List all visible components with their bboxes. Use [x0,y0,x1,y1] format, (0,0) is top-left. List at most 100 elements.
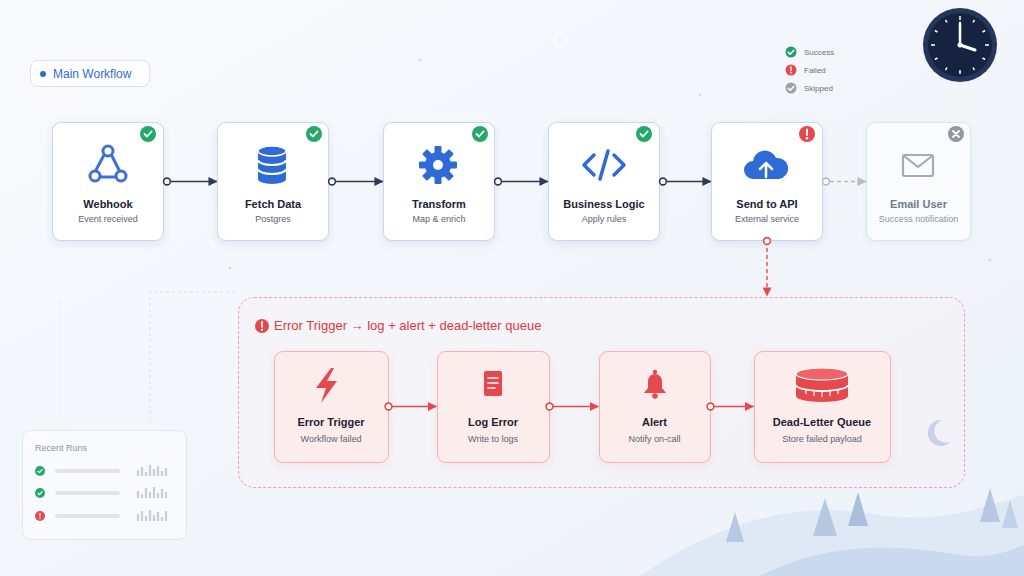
process-box: Send to APIExternal service [711,122,823,241]
lightning-icon [316,368,337,403]
process-box: Business LogicApply rules [548,122,660,241]
run-status [35,488,45,498]
decor-line [60,300,61,420]
flow-connector [329,181,383,183]
step-title: Webhook [83,197,132,212]
success-badge [472,126,488,142]
decor-line [150,292,238,420]
run-sparkbars [138,510,166,521]
step-title: Fetch Data [245,197,301,212]
envelope-icon [903,155,933,176]
document-lines [488,378,498,388]
run-bar [55,491,120,495]
webhook-node [116,171,126,181]
process-box: WebhookEvent received [52,122,164,241]
code-icon [584,151,624,179]
clock-tick [946,68,948,71]
step-subtitle: Write to logs [468,432,518,446]
legend-glyph [788,50,794,54]
badge-circle [948,126,964,142]
skipped-step-box: Email UserSuccess notification [866,122,971,241]
clock-tick [983,31,986,33]
tree [813,498,837,536]
clock-face [928,13,992,77]
flow-connector [823,181,866,182]
queue-bottom [796,390,848,402]
legend-label: Failed [804,66,826,75]
webhook-icon [90,146,126,181]
step-subtitle: Notify on-call [628,432,680,446]
flow-connector [550,406,599,408]
error-handler-group: Error Trigger → log + alert + dead-lette… [238,297,965,488]
step-subtitle: Postgres [255,212,291,226]
run-row [35,487,166,498]
hill [760,545,1024,576]
clock-tick [983,58,986,60]
legend-label: Success [804,48,834,57]
error-heading-badge [255,319,269,333]
exclamation-mark [806,130,808,136]
check-mark [38,491,43,494]
step-subtitle: Event received [78,212,138,226]
cloud-upload-icon [744,151,788,179]
decor-dot [419,59,422,62]
tree [726,512,744,542]
gear-tooth [419,162,427,169]
clock-center [958,43,963,48]
gear-tooth [435,146,442,154]
clock-tick [959,70,961,74]
queue-body [796,374,848,396]
step-title: Email User [890,197,947,212]
gear-tooth [422,149,433,160]
step-title: Log Error [468,414,518,430]
step-title: Alert [642,414,667,430]
title-dot [40,71,46,77]
error-step-box: Dead-Letter QueueStore failed payload [754,351,891,463]
error-step-box: AlertNotify on-call [599,351,711,463]
badge-circle [255,319,269,333]
cloud-shape [744,151,788,179]
step-title: Business Logic [563,197,644,212]
flow-connector [164,181,217,183]
success-badge [306,126,322,142]
flow-connector [711,406,754,408]
success-badge [140,126,156,142]
flow-connector [389,406,437,408]
cross-mark [953,131,959,137]
run-status [35,466,45,476]
check-mark [38,469,43,472]
run-status [35,511,45,521]
diagram-title: Main Workflow [53,67,131,81]
webhook-node [103,146,113,156]
legend: SuccessFailedSkipped [785,43,834,97]
clock-tick [973,68,975,71]
gear-tooth [435,176,442,184]
legend-row: Success [785,43,834,61]
webhook-links [96,155,119,177]
legend-swatch [786,47,797,58]
decor-dot [989,259,992,262]
step-subtitle: External service [735,212,799,226]
legend-swatch-icon [785,82,797,94]
legend-swatch [786,83,797,94]
bell-icon [644,370,666,399]
gear-hole [433,160,443,170]
decor-dot [229,267,231,269]
bell-clapper [652,393,658,399]
step-subtitle: Workflow failed [301,432,362,446]
clock-tick [973,20,975,23]
database-body [258,151,286,179]
legend-swatch [786,65,797,76]
exclamation-mark [39,513,40,517]
queue-band [796,385,848,391]
queue-ticks [806,389,838,397]
step-title: Transform [412,197,466,212]
gear-body [425,152,451,178]
success-badge [636,126,652,142]
gear-tooth [443,170,454,181]
decor-dot [699,94,701,96]
